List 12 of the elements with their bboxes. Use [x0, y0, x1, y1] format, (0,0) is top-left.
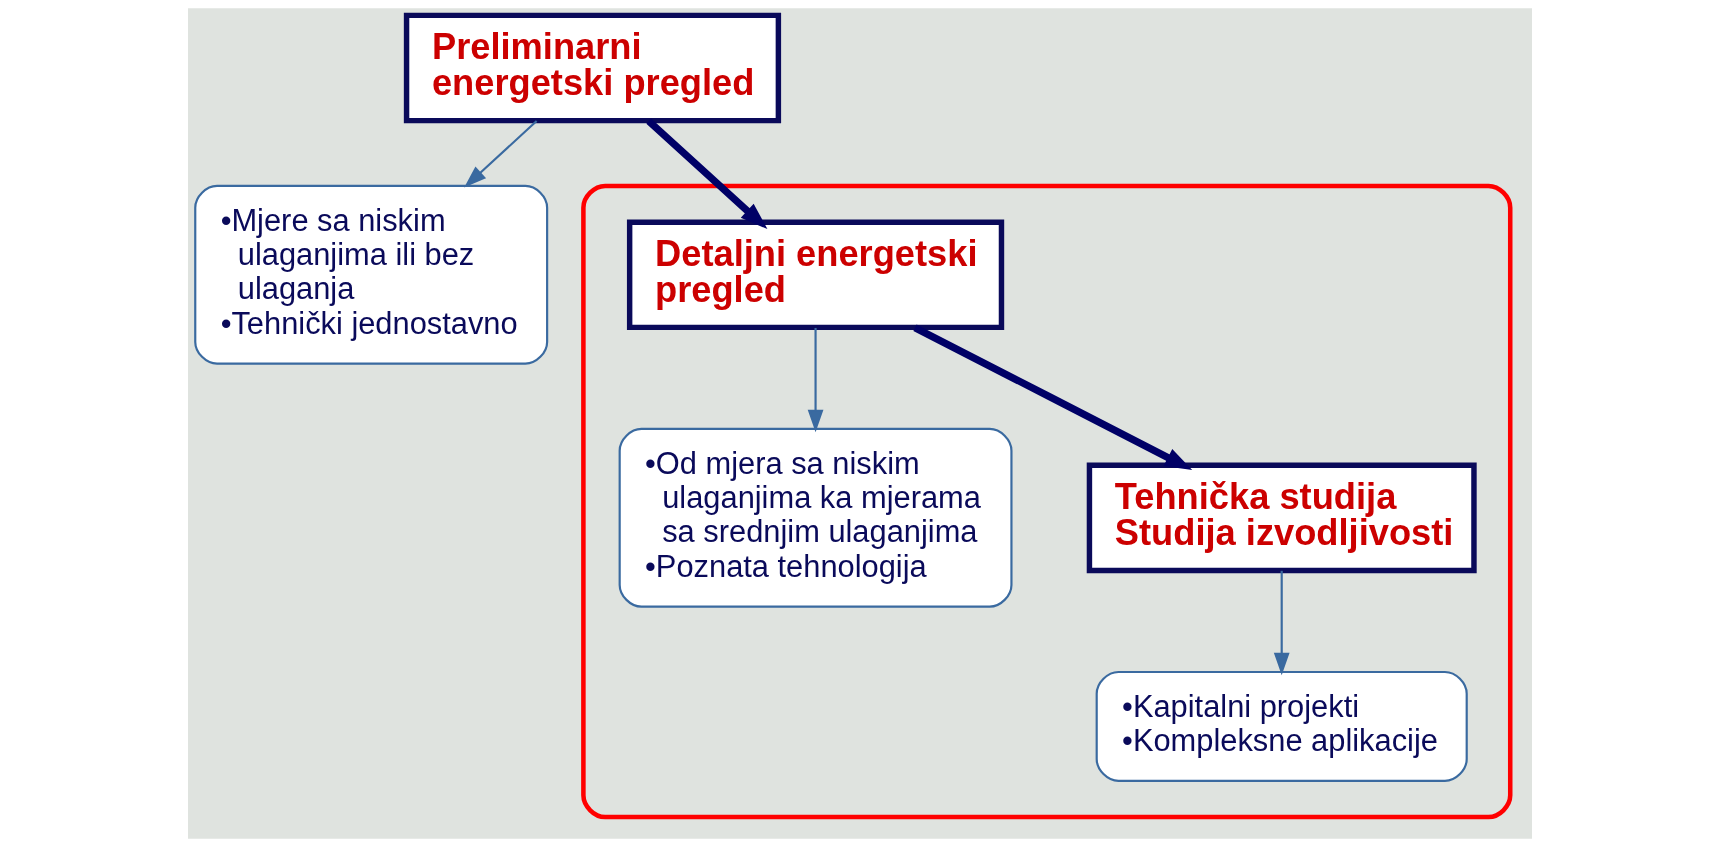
- arrow: [807, 327, 823, 433]
- node-box: Tehnička studija Studija izvodljivosti: [1086, 462, 1477, 574]
- arrow: [645, 118, 767, 230]
- cluster: [580, 183, 1512, 820]
- arrow: [912, 324, 1192, 471]
- node-box: Preliminarni energetski pregled: [403, 12, 781, 124]
- arrow: [463, 120, 537, 188]
- node-box: •Kapitalni projekti •Kompleksne aplikacije: [1095, 670, 1468, 782]
- node-box: •Mjere sa niskim ulaganjima ili bez ulaganja •Tehnički jednostavno: [193, 184, 548, 365]
- node-box: •Od mjera sa niskim ulaganjima ka mjerama sa srednjim ulaganjima •Poznata tehnologija: [618, 427, 1013, 608]
- arrow: [1273, 570, 1290, 676]
- node-box: Detaljni energetski pregled: [626, 219, 1004, 331]
